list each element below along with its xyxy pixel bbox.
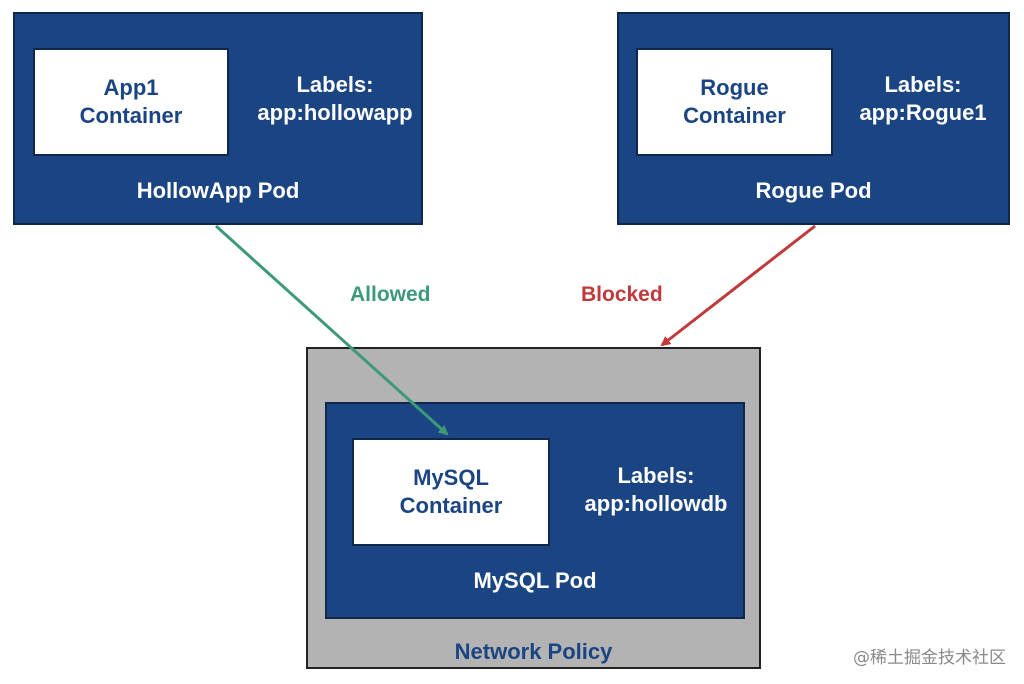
rogue-pod-name: Rogue Pod — [755, 178, 872, 203]
mysql-pod: MySQL Container Labels: app:hollowdb MyS… — [325, 402, 745, 619]
hollowapp-labels: Labels: app:hollowapp — [247, 71, 423, 127]
hollowapp-pod-name: HollowApp Pod — [136, 178, 300, 203]
app1-container-line1: App1 — [103, 75, 159, 100]
network-policy: MySQL Container Labels: app:hollowdb MyS… — [306, 347, 761, 669]
mysql-labels-title: Labels: — [617, 463, 695, 488]
app1-container-line2: Container — [79, 103, 183, 128]
allowed-label: Allowed — [350, 283, 431, 306]
mysql-pod-name: MySQL Pod — [473, 568, 597, 593]
rogue-container: Rogue Container — [636, 48, 833, 156]
hollowapp-pod: App1 Container Labels: app:hollowapp Hol… — [13, 12, 423, 225]
blocked-label: Blocked — [581, 283, 663, 306]
hollowapp-labels-value: app:hollowapp — [257, 100, 413, 125]
rogue-container-line1: Rogue — [700, 75, 769, 100]
mysql-labels-value: app:hollowdb — [584, 491, 728, 516]
rogue-container-line2: Container — [683, 103, 786, 128]
network-policy-name: Network Policy — [454, 639, 613, 664]
mysql-labels: Labels: app:hollowdb — [575, 462, 737, 518]
mysql-container-line2: Container — [399, 493, 503, 518]
rogue-labels-value: app:Rogue1 — [859, 100, 987, 125]
app1-container: App1 Container — [33, 48, 229, 156]
mysql-container-line1: MySQL — [413, 465, 489, 490]
hollowapp-labels-title: Labels: — [296, 72, 374, 97]
rogue-labels-title: Labels: — [884, 72, 962, 97]
rogue-pod: Rogue Container Labels: app:Rogue1 Rogue… — [617, 12, 1010, 225]
blocked-arrow — [660, 224, 816, 347]
watermark-text: @稀土掘金技术社区 — [853, 648, 1006, 668]
mysql-container: MySQL Container — [352, 438, 550, 546]
rogue-labels: Labels: app:Rogue1 — [845, 71, 1001, 127]
